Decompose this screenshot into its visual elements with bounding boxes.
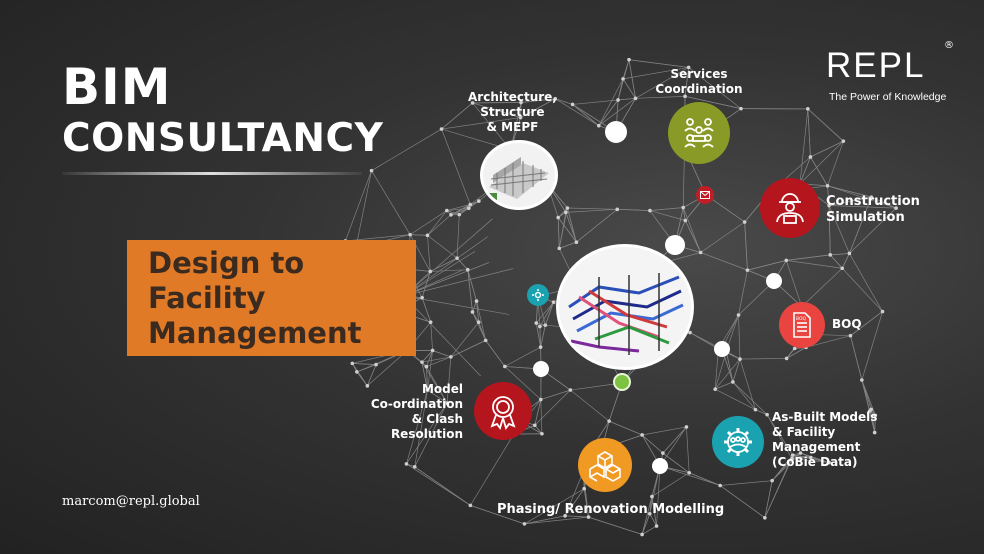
small-red-node xyxy=(696,186,714,204)
gear-icon xyxy=(532,289,544,301)
highlight-line-1: Design to xyxy=(148,246,305,280)
mep-model-photo xyxy=(556,244,694,370)
construction-circle xyxy=(760,178,820,238)
coordination-circle xyxy=(668,102,730,164)
architecture-photo xyxy=(480,140,558,210)
small-teal-node xyxy=(527,284,549,306)
asbuilt-circle xyxy=(712,416,764,468)
title-consultancy: CONSULTANCY xyxy=(62,116,384,161)
logo-registered: ® xyxy=(944,40,954,51)
label-boq: BOQ xyxy=(832,317,862,331)
contact-email[interactable]: marcom@repl.global xyxy=(62,494,200,509)
label-phasing: Phasing/ Renovation Modelling xyxy=(497,502,725,517)
engineer-icon xyxy=(776,193,804,224)
team-meeting-icon xyxy=(684,118,714,148)
label-asbuilt: As-Built Models & Facility Management (C… xyxy=(772,410,878,469)
model-coordination-circle xyxy=(474,382,532,440)
small-green-node xyxy=(613,373,631,391)
highlight-box xyxy=(127,240,416,356)
logo-tagline: The Power of Knowledge xyxy=(829,91,947,103)
boq-badge-text: BOQ xyxy=(796,316,807,322)
label-architecture: Architecture, Structure & MEPF xyxy=(468,90,557,134)
highlight-line-3: Management xyxy=(148,316,362,350)
award-ribbon-icon xyxy=(490,396,516,430)
document-icon: BOQ xyxy=(793,312,811,338)
boq-circle: BOQ xyxy=(779,302,825,348)
cubes-icon xyxy=(589,451,621,482)
mep-model-icon xyxy=(559,247,691,367)
logo-wordmark: REPL xyxy=(826,46,926,85)
building-model-icon xyxy=(483,143,555,207)
label-construction: Construction Simulation xyxy=(826,194,920,225)
label-coordination: Services Coordination xyxy=(655,67,743,96)
title-underline xyxy=(62,172,362,175)
title-bim: BIM xyxy=(62,58,172,116)
gear-people-icon xyxy=(724,428,752,456)
highlight-line-2: Facility xyxy=(148,281,266,315)
label-model-coordination: Model Co-ordination & Clash Resolution xyxy=(370,382,463,441)
repl-logo: REPL ® The Power of Knowledge xyxy=(826,40,966,110)
phasing-circle xyxy=(578,438,632,492)
envelope-icon xyxy=(700,191,710,199)
